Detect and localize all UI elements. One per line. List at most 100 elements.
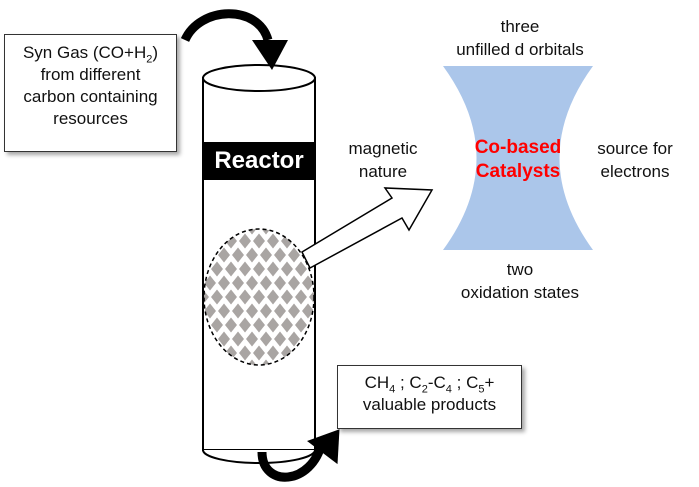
property-left-line-1: magnetic [348,139,418,158]
reactor-cylinder [202,64,316,464]
property-right-label: source for electrons [574,137,696,183]
catalyst-particle [288,247,300,263]
catalyst-particle [302,303,314,319]
input-line-1: Syn Gas (CO+H2) [5,42,176,66]
catalyst-particle [211,317,223,333]
catalyst-particle [190,220,202,235]
c5-subscript: 5 [478,383,485,396]
catalyst-particle [204,303,216,319]
catalyst-shape [443,66,593,250]
catalyst-particle [218,247,230,263]
catalyst-title-line-2: Catalysts [475,161,561,182]
catalyst-particle [260,247,272,263]
input-line-2: from different [40,65,141,84]
catalyst-particle [267,289,279,305]
property-top-line-2: unfilled d orbitals [456,40,584,59]
property-left-line-2: nature [358,162,408,181]
catalyst-particle [211,289,223,305]
catalyst-particle [239,233,251,249]
catalyst-particle [239,317,251,333]
catalyst-particle [267,317,279,333]
catalyst-particle [246,303,258,319]
catalyst-particle [316,276,328,291]
catalyst-particle [246,331,258,347]
catalyst-particle [253,289,265,305]
catalyst-particle [330,276,342,291]
catalyst-particle [323,262,335,277]
catalyst-particle [260,303,272,319]
property-bottom-label: two oxidation states [420,258,620,304]
dash-text: -C [427,373,446,392]
plus-text: + [484,373,495,392]
catalyst-particle [190,304,202,319]
catalyst-particle [190,360,202,375]
property-top-line-1: three [500,17,540,36]
ch4-subscript: 4 [389,383,396,396]
catalyst-particle [218,331,230,347]
products-output-box: CH4 ; C2-C4 ; C5+ valuable products [337,365,522,429]
catalyst-particle [267,233,279,249]
catalyst-particle [225,261,237,277]
catalyst-particle [316,332,328,347]
catalyst-particle [253,345,265,361]
catalyst-particle [232,247,244,263]
catalyst-particle [281,289,293,305]
catalyst-particle [190,276,202,291]
catalyst-particle [330,304,342,319]
catalyst-title-line-1: Co-based [474,137,562,158]
catalyst-particle [274,275,286,291]
inlet-arrow [180,9,288,70]
input-line-3: carbon containing [23,87,158,106]
catalyst-particle [323,318,335,333]
catalyst-particle [246,275,258,291]
catalyst-particle [239,345,251,361]
input-line-1-close: ) [152,43,159,62]
catalyst-particle [183,346,195,361]
catalyst-particle [239,261,251,277]
h2-subscript: 2 [146,53,153,66]
property-right-line-2: electrons [600,162,670,181]
catalyst-particle [190,332,202,347]
sep1-text: ; C [395,373,422,392]
catalyst-particle [204,275,216,291]
catalyst-particle [295,317,307,333]
catalyst-particle [302,275,314,291]
input-line-4: resources [53,109,128,128]
catalyst-particle [330,332,342,347]
catalyst-particle [190,248,202,263]
catalyst-particle [211,261,223,277]
c2-subscript: 2 [421,383,428,396]
catalyst-particle [267,345,279,361]
connector-arrow [301,187,434,270]
catalyst-particle [232,303,244,319]
catalyst-particle [253,317,265,333]
catalyst-particle [225,317,237,333]
reactor-label: Reactor [203,142,315,180]
catalyst-particle [323,346,335,361]
catalyst-particle [239,289,251,305]
catalyst-particle [183,262,195,277]
catalyst-particle [253,261,265,277]
catalyst-particle [260,229,272,235]
output-line-1: CH4 ; C2-C4 ; C5+ [338,372,521,396]
catalyst-particle [323,290,335,305]
syngas-input-box: Syn Gas (CO+H2) from different carbon co… [4,34,177,152]
catalyst-particle [288,331,300,347]
property-bottom-line-1: two [506,260,534,279]
catalyst-particle [274,247,286,263]
catalyst-particle [288,303,300,319]
catalyst-particle [225,289,237,305]
catalyst-particle [253,233,265,249]
catalyst-particle [281,317,293,333]
property-right-line-1: source for [597,139,673,158]
c4-subscript: 4 [445,383,452,396]
catalyst-particle [260,331,272,347]
catalyst-particle [288,275,300,291]
sep2-text: ; C [451,373,479,392]
catalyst-particle [232,275,244,291]
property-top-label: three unfilled d orbitals [425,15,615,61]
outlet-arrow [257,429,340,482]
catalyst-particle [267,261,279,277]
catalyst-particle [260,275,272,291]
